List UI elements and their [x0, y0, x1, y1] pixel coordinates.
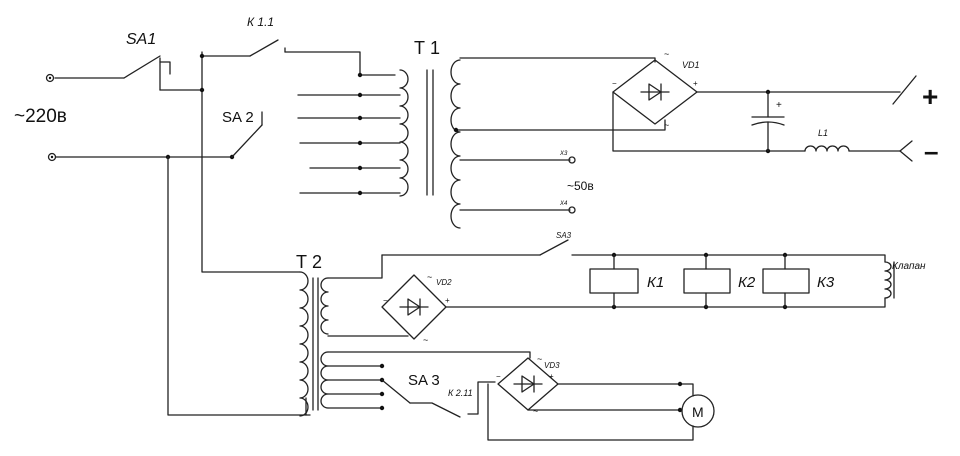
t2-label: Т 2 — [296, 252, 322, 272]
sa3-top-switch — [539, 239, 569, 256]
relay-k1 — [589, 254, 639, 308]
sa3-label: SA 3 — [408, 372, 440, 389]
t2-primary-winding — [299, 271, 309, 417]
x3-terminal — [568, 156, 576, 164]
t1-primary-winding — [399, 69, 409, 197]
k2-label: К2 — [738, 274, 756, 291]
t2-secondary-upper-winding — [320, 277, 329, 335]
mains-terminal-bottom — [47, 152, 57, 162]
t1-sec-mid-wire — [454, 119, 666, 131]
k1-label: К1 — [647, 274, 664, 291]
sa2-switch — [231, 111, 263, 158]
svg-text:+: + — [445, 296, 450, 305]
x4-label: X4 — [559, 201, 568, 207]
minus-label: – — [924, 136, 938, 166]
svg-text:~: ~ — [537, 354, 542, 364]
plus-label: + — [922, 81, 938, 112]
svg-text:−: − — [612, 79, 617, 88]
v50-label: ~50в — [567, 179, 594, 193]
motor-wire-positive — [557, 383, 694, 397]
svg-text:+: + — [693, 79, 698, 88]
l1-label: L1 — [818, 128, 828, 138]
t2-secondary-lower-winding — [320, 351, 329, 409]
sa1-label: SA1 — [126, 31, 156, 48]
relay-bus-top-right — [571, 254, 886, 263]
sa3-selector-switch — [381, 379, 411, 404]
x3-label: X3 — [559, 151, 568, 157]
sa1-switch — [54, 55, 203, 91]
svg-text:−: − — [496, 372, 501, 381]
vd2-label: VD2 — [436, 278, 452, 287]
vd2-bridge: − + ~ ~ — [381, 272, 450, 345]
k11-contact — [201, 39, 396, 76]
k211-label: К 2.11 — [448, 388, 473, 398]
x4-terminal — [568, 206, 576, 214]
bus-wire-neutral-t2 — [167, 156, 311, 416]
output-terminal-positive — [892, 75, 917, 105]
k211-contact — [409, 381, 496, 418]
svg-text:+: + — [549, 372, 554, 381]
relay-bus-bottom — [445, 297, 886, 308]
mains-terminal-top — [45, 73, 55, 83]
l1-inductor — [804, 145, 901, 152]
motor — [681, 394, 715, 428]
mains-voltage-label: ~220в — [14, 106, 67, 127]
relay-k3 — [762, 254, 810, 308]
t2-lower-taps — [327, 351, 531, 411]
filter-capacitor — [751, 91, 785, 152]
svg-text:~: ~ — [427, 272, 432, 282]
bus-wire-sa1-t2 — [201, 51, 301, 273]
valve-label: Клапан — [892, 261, 926, 272]
vd1-bridge: − + ~ ~ — [612, 49, 698, 130]
t1-sec-top-wire — [459, 57, 656, 63]
output-terminal-negative — [899, 140, 913, 162]
svg-text:~: ~ — [533, 406, 538, 416]
dc-negative-wire — [612, 91, 806, 152]
k3-label: К3 — [817, 274, 835, 291]
k11-label: К 1.1 — [247, 15, 274, 29]
motor-wire-negative — [487, 383, 694, 441]
svg-text:~: ~ — [664, 120, 669, 130]
sa3-top-label: SA3 — [556, 231, 572, 240]
sa2-label: SA 2 — [222, 109, 254, 126]
t2-sec-top-wire — [327, 254, 383, 279]
relay-k2 — [683, 254, 731, 308]
valve-coil — [884, 261, 895, 299]
motor-label: M — [692, 404, 704, 420]
t1-primary-taps — [297, 72, 401, 196]
t1-label: Т 1 — [414, 38, 440, 58]
svg-text:~: ~ — [664, 49, 669, 59]
svg-text:~: ~ — [423, 335, 428, 345]
vd1-label: VD1 — [682, 60, 700, 70]
svg-text:−: − — [383, 296, 388, 305]
cap-plus-label: + — [776, 100, 782, 111]
vd3-label: VD3 — [544, 361, 560, 370]
t1-secondary-winding — [450, 59, 461, 229]
